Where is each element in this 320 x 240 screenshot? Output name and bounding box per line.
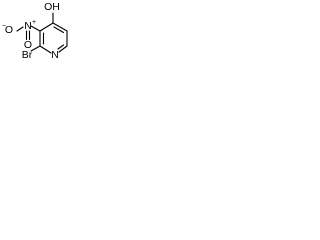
label-layer: OH O − N + O Br N — [2, 1, 60, 61]
bond-nitro-o-left — [16, 26, 24, 32]
chemical-structure: OH O − N + O Br N — [0, 0, 83, 83]
ring-double-bond-n1-c6 — [57, 44, 65, 50]
structure-drawing: OH O − N + O Br N — [2, 1, 68, 61]
bond-c3-nitro — [30, 25, 41, 32]
nitro-nitrogen-label: N — [24, 20, 32, 32]
ring-bond-c5-c4 — [52, 22, 68, 32]
ring-double-bond-c4-c5 — [53, 26, 65, 34]
ring-bond-n1-c6 — [58, 45, 68, 53]
ring-bond-c4-c3 — [39, 22, 54, 32]
nitro-oxygen-bottom-label: O — [24, 39, 32, 51]
nitro-oxygen-charge-label: − — [2, 23, 6, 30]
hydroxyl-label: OH — [44, 1, 60, 13]
ring-nitrogen-label: N — [51, 49, 59, 61]
bond-c2-br — [30, 45, 41, 52]
nitro-nitrogen-charge-label: + — [32, 19, 36, 26]
bromo-label: Br — [22, 49, 33, 61]
nitro-oxygen-left-label: O — [5, 24, 13, 36]
ring-bond-c2-n1 — [39, 45, 52, 54]
bond-layer — [16, 12, 68, 54]
